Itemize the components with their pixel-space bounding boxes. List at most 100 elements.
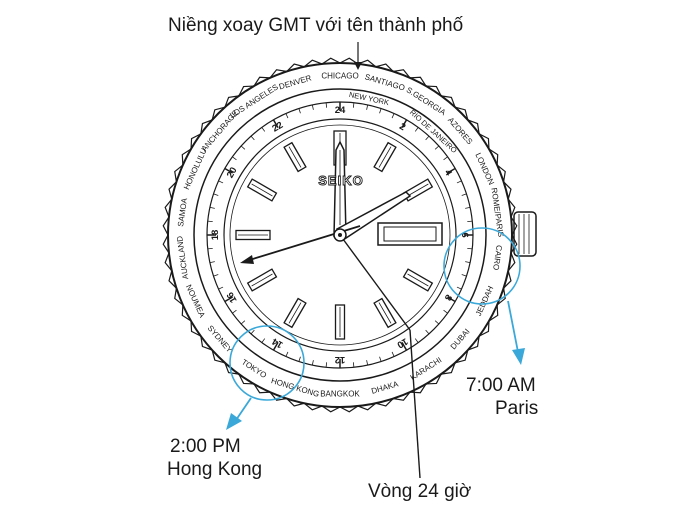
bezel-notch	[510, 234, 518, 254]
watch	[162, 57, 537, 413]
hongkong-arrow-line	[235, 397, 252, 421]
minute-tick	[414, 338, 419, 343]
minute-tick	[443, 309, 448, 314]
bezel-city-label: DUBAI	[449, 327, 472, 351]
hour-ring-label: 2	[397, 121, 407, 133]
hour-ring-label: 12	[335, 354, 346, 365]
minute-tick	[434, 145, 440, 150]
hongkong-arrowhead	[226, 413, 242, 430]
bezel-notch	[409, 383, 427, 394]
bezel-notch	[503, 181, 512, 200]
bezel-notch	[190, 320, 202, 337]
bezel-notch	[375, 398, 394, 407]
minute-hand	[335, 191, 412, 242]
minute-tick	[224, 296, 233, 303]
hongkong-highlight-circle	[229, 325, 305, 401]
bezel-notch	[393, 391, 411, 401]
bezel-city-label: CAIRO	[491, 244, 504, 270]
bezel-city-label: CHICAGO	[321, 72, 358, 81]
bezel-notch	[200, 119, 213, 134]
bezel-city-label: JEDDAH	[474, 284, 496, 317]
hour-ring-label: 8	[442, 292, 454, 302]
bezel-notch	[454, 349, 469, 364]
hour-marker	[283, 141, 307, 173]
hour-marker	[334, 304, 346, 340]
bezel-notch	[454, 106, 469, 121]
ring-leader-line	[409, 329, 421, 479]
minute-tick	[240, 320, 246, 325]
paris-city-label: Paris	[495, 398, 539, 419]
minute-tick	[425, 329, 430, 335]
bezel-notch	[224, 95, 239, 108]
minute-tick	[414, 127, 419, 132]
hour-marker	[246, 268, 278, 292]
bezel-city-label: AUCKLAND	[175, 235, 190, 280]
minute-tick	[250, 135, 255, 141]
bezel-notch	[269, 391, 287, 401]
bezel-notch	[211, 106, 226, 121]
bezel-callout-label: Niềng xoay GMT với tên thành phố	[168, 15, 464, 36]
bezel-notch	[441, 95, 456, 108]
hour-marker	[373, 297, 397, 329]
minute-tick	[352, 102, 355, 108]
bezel-notch	[238, 373, 255, 385]
hour-ring-label: 6	[459, 232, 470, 237]
hongkong-time-label: 2:00 PM	[170, 436, 241, 457]
bezel-notch	[174, 164, 184, 182]
hour-marker	[402, 268, 434, 292]
minute-tick	[465, 206, 471, 209]
minute-tick	[311, 360, 314, 366]
minute-tick	[207, 220, 213, 223]
minute-tick	[209, 206, 215, 209]
bezel-notch	[425, 373, 442, 385]
minute-tick	[298, 108, 301, 114]
bezel-notch	[375, 63, 394, 72]
minute-tick	[467, 247, 473, 250]
minute-tick	[250, 329, 255, 335]
bezel-notch	[425, 85, 442, 97]
minute-tick	[456, 180, 462, 184]
minute-tick	[272, 119, 279, 128]
bezel-notch	[467, 119, 480, 134]
minute-tick	[456, 286, 462, 290]
bezel-notch	[168, 181, 177, 200]
minute-tick	[467, 220, 473, 223]
hour-marker	[235, 229, 271, 241]
minute-tick	[447, 296, 456, 303]
minute-tick	[311, 104, 314, 110]
dial-edge	[229, 124, 451, 346]
minute-tick	[207, 247, 213, 250]
minute-tick	[366, 104, 369, 110]
hongkong-city-label: Hong Kong	[167, 459, 263, 480]
minute-tick	[461, 274, 467, 277]
bezel-notch	[303, 402, 323, 411]
bezel-notch	[164, 198, 173, 218]
bezel-notch	[441, 362, 456, 375]
bezel-notch	[181, 304, 192, 322]
minute-tick	[240, 145, 246, 150]
bezel-inner-ring	[193, 88, 487, 382]
minute-tick	[209, 261, 215, 264]
minute-tick	[366, 360, 369, 366]
bezel-notch	[286, 63, 305, 72]
bezel-notch	[162, 216, 170, 236]
minute-tick	[401, 119, 408, 128]
bezel-outer-ring	[167, 62, 513, 408]
crown	[513, 211, 537, 257]
minute-tick	[261, 338, 266, 343]
minute-tick	[325, 362, 328, 368]
bezel-notch	[507, 198, 516, 218]
minute-tick	[391, 113, 395, 119]
paris-arrow-line	[507, 300, 519, 353]
minute-ticks	[207, 102, 473, 368]
bezel-city-label: DHAKA	[370, 379, 400, 396]
bezel-notch	[507, 252, 516, 272]
bezel-notch	[478, 320, 490, 337]
bezel-notch	[357, 402, 377, 411]
minute-tick	[285, 113, 289, 119]
minute-tick	[261, 127, 266, 132]
brand-logo: SEIKO	[318, 173, 363, 188]
bezel-city-label: LOS ANGELES	[228, 82, 280, 120]
ring-24-callout-label: Vòng 24 giờ	[368, 481, 472, 502]
